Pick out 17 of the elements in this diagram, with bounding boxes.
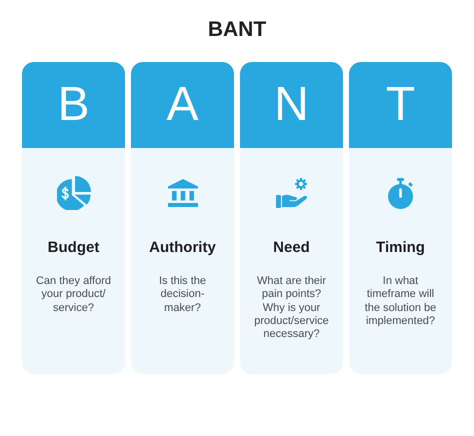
- header-letter: T: [386, 79, 416, 131]
- card-heading: Authority: [149, 239, 216, 257]
- header-letter: A: [166, 79, 198, 131]
- card-description: Can they afford your product/service?: [35, 275, 112, 315]
- card-heading: Need: [273, 239, 310, 257]
- card-heading: Timing: [376, 239, 425, 257]
- card-heading: Budget: [48, 239, 100, 257]
- bant-card: [349, 62, 452, 374]
- bant-card: [240, 62, 343, 374]
- card-description: What are their pain points? Why is your product/service necessary?: [253, 275, 330, 342]
- header-letter: B: [57, 79, 90, 131]
- bant-card: [22, 62, 125, 374]
- title: BANT: [208, 17, 266, 43]
- card-description: Is this the decision-maker?: [158, 275, 208, 315]
- card-description: In what timeframe will the solution be implemented?: [364, 275, 438, 328]
- bant-card: [131, 62, 234, 374]
- header-letter: N: [274, 79, 309, 131]
